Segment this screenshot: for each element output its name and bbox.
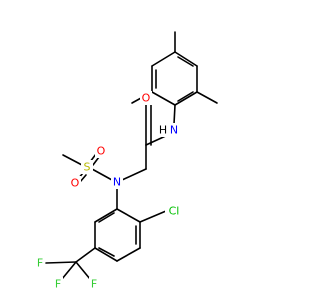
bond-ring-b-c4-c5: [94, 247, 118, 262]
bond-ring-b-c1-c2: [116, 208, 141, 223]
bond-cf3-to-f3: [75, 261, 91, 280]
sulfonyl-oxygen-bottom-label: O: [71, 177, 80, 190]
bond-ring-a-c4-c5: [174, 51, 198, 67]
atom-sulfonyl-nitrogen: N: [111, 175, 123, 189]
bond-methyl-right: [196, 91, 218, 104]
bond-ring-a-to-amide-n: [173, 104, 176, 125]
atom-label-layer: O N H N S O O Cl: [35, 91, 183, 291]
bond-sulfonyl-n-to-s: [91, 168, 113, 181]
atom-chlorine: Cl: [165, 204, 183, 218]
bond-ring-b-inner-3: [98, 212, 115, 223]
atom-amide-hydrogen: H: [158, 123, 168, 137]
bond-ring-a-c6-c1: [174, 91, 198, 106]
bond-ring-b-c6-c1: [94, 208, 118, 223]
atom-fluorine-1: F: [35, 256, 45, 270]
atom-amide-oxygen: O: [140, 91, 152, 105]
atom-sulfonyl-oxygen-bottom: O: [69, 176, 81, 190]
bond-ring-a-c1-c2: [151, 91, 176, 106]
molecule-structure: O N H N S O O Cl: [35, 31, 218, 291]
bond-ring-b-inner-2: [98, 247, 115, 257]
bond-ring-b-c3-c4: [116, 247, 141, 262]
bond-ring-b-to-cl: [139, 210, 167, 223]
bond-s-o-top-2: [92, 156, 100, 166]
bond-s-to-methyl: [62, 154, 83, 166]
bond-ring-b-to-cf3: [75, 247, 96, 263]
bond-ch2-to-sulfonyl-n: [121, 168, 147, 181]
atom-fluorine-3: F: [89, 277, 99, 291]
bond-cf3-to-f1: [45, 261, 77, 264]
atom-sulfonyl-oxygen-top: O: [95, 144, 107, 158]
atom-sulfur: S: [81, 160, 93, 174]
sulfur-label: S: [84, 161, 91, 174]
amide-nitrogen-label: N: [170, 124, 178, 137]
atom-amide-nitrogen: N: [168, 123, 180, 137]
sulfonyl-oxygen-top-label: O: [97, 145, 106, 158]
amide-hydrogen-label: H: [159, 124, 167, 137]
bond-layer: [45, 31, 218, 280]
atom-fluorine-2: F: [53, 277, 63, 291]
bond-ring-a-c3-c4: [151, 51, 176, 67]
chlorine-label: Cl: [169, 205, 180, 218]
amide-oxygen-label: O: [142, 92, 151, 105]
sulfonyl-nitrogen-label: N: [113, 176, 121, 189]
fluorine-2-label: F: [55, 278, 61, 291]
bond-cf3-to-f2: [61, 261, 77, 280]
bond-ring-a-inner-2: [177, 56, 194, 67]
fluorine-3-label: F: [91, 278, 97, 291]
fluorine-1-label: F: [37, 257, 43, 270]
bond-ring-a-inner-3: [177, 91, 194, 102]
